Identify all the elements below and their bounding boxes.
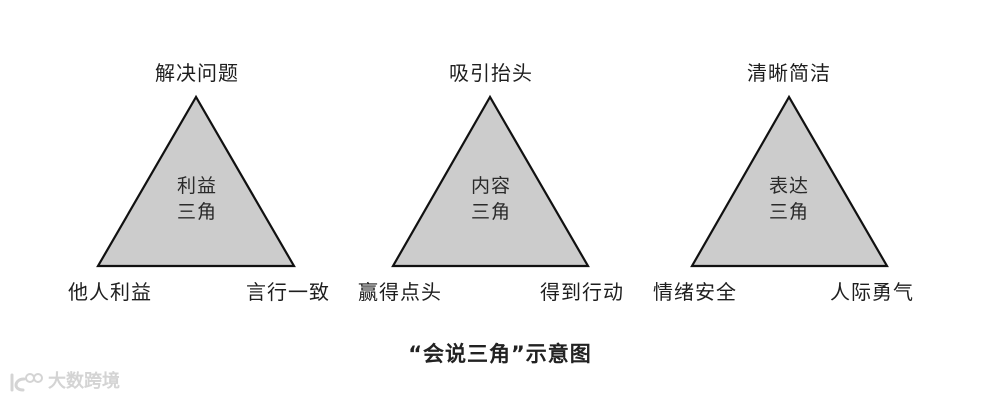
triangle-2-center-line-2: 三角 <box>470 201 512 223</box>
triangle-1-bottom-left-label: 他人利益 <box>68 280 152 304</box>
triangle-1-center-line-2: 三角 <box>176 201 218 223</box>
triangle-interest <box>96 94 296 268</box>
triangle-3-top-label: 清晰简洁 <box>747 61 831 85</box>
triangle-1-top-label: 解决问题 <box>155 61 239 85</box>
brand-logo-icon <box>10 373 43 392</box>
triangle-1-center-line-1: 利益 <box>176 175 218 197</box>
triangle-content <box>391 94 590 268</box>
triangle-2-center-label: 内容 三角 <box>471 173 511 225</box>
triangle-2-center-line-1: 内容 <box>470 175 512 197</box>
watermark-text: 大数跨境 <box>48 371 120 392</box>
triangle-1-bottom-right-label: 言行一致 <box>246 280 330 304</box>
triangle-2-top-label: 吸引抬头 <box>449 61 533 85</box>
triangle-3-bottom-left-label: 情绪安全 <box>653 280 737 304</box>
triangle-2-bottom-left-label: 赢得点头 <box>358 280 442 304</box>
triangle-expression <box>690 94 889 268</box>
diagram-caption: “会说三角”示意图 <box>408 342 592 366</box>
triangle-3-center-label: 表达 三角 <box>769 173 809 225</box>
watermark: 大数跨境 <box>8 371 120 393</box>
triangle-1-center-label: 利益 三角 <box>177 173 217 225</box>
triangle-3-center-line-1: 表达 <box>768 175 810 197</box>
triangle-2-bottom-right-label: 得到行动 <box>540 280 624 304</box>
triangle-3-center-line-2: 三角 <box>768 201 810 223</box>
triangle-3-bottom-right-label: 人际勇气 <box>830 280 914 304</box>
